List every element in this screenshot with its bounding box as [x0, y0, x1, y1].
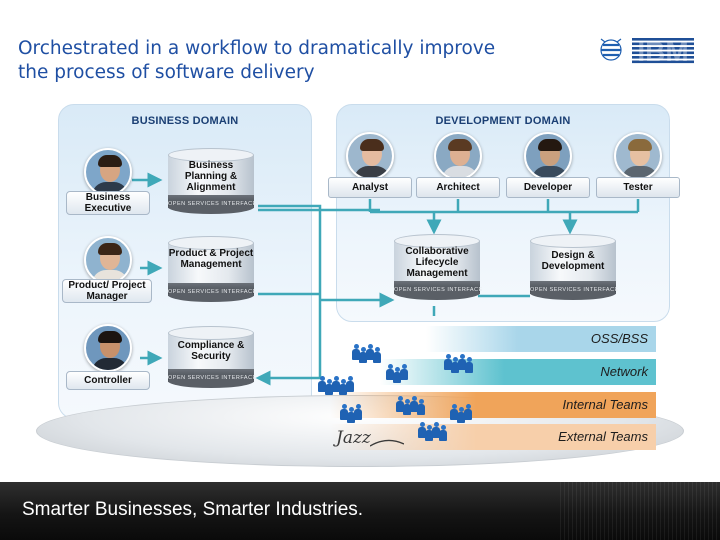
footer-bar: Smarter Businesses, Smarter Industries.	[0, 482, 720, 540]
system-design-development: Design & Development OPEN SERVICES INTER…	[530, 234, 616, 306]
tester-avatar	[614, 132, 662, 180]
developer-avatar	[524, 132, 572, 180]
project-manager-avatar	[84, 236, 132, 284]
person-icon	[465, 357, 473, 373]
open-services-interface-label: OPEN SERVICES INTERFACE	[168, 375, 254, 381]
footer-tagline: Smarter Businesses, Smarter Industries.	[22, 499, 363, 521]
system-product-project-management: Product & Project Management OPEN SERVIC…	[168, 236, 254, 308]
layer-oss-bss: OSS/BSS	[426, 326, 656, 352]
ibm-logo-text: IBM	[637, 36, 688, 67]
role-label-analyst: Analyst	[328, 177, 412, 198]
jazz-logo-text: Jazz	[336, 428, 371, 448]
architect-avatar	[434, 132, 482, 180]
system-label-product-project-management: Product & Project Management	[168, 248, 254, 270]
person-icon	[354, 404, 362, 420]
system-label-design-development: Design & Development	[530, 250, 616, 272]
role-label-project-manager: Product/ Project Manager	[62, 279, 152, 303]
role-label-tester: Tester	[596, 177, 680, 198]
system-label-collaborative-lifecycle-management: Collaborative Lifecycle Management	[394, 246, 480, 279]
person-icon	[417, 399, 425, 415]
business-domain-title: BUSINESS DOMAIN	[59, 115, 311, 127]
role-label-architect: Architect	[416, 177, 500, 198]
controller-avatar	[84, 324, 132, 372]
role-label-controller: Controller	[66, 371, 150, 390]
analyst-avatar	[346, 132, 394, 180]
role-label-business-executive: Business Executive	[66, 191, 150, 215]
development-domain-panel: DEVELOPMENT DOMAIN	[336, 104, 670, 322]
person-icon	[400, 364, 408, 380]
person-icon	[464, 404, 472, 420]
layer-internal-teams: Internal Teams	[330, 392, 656, 418]
system-compliance-security: Compliance & Security OPEN SERVICES INTE…	[168, 326, 254, 394]
smarter-planet-icon	[601, 39, 621, 60]
slide-title: Orchestrated in a workflow to dramatical…	[18, 37, 578, 85]
system-label-compliance-security: Compliance & Security	[168, 340, 254, 362]
slide-title-line-1: Orchestrated in a workflow to dramatical…	[18, 37, 578, 61]
open-services-interface-label: OPEN SERVICES INTERFACE	[168, 289, 254, 295]
person-icon	[439, 425, 447, 441]
development-domain-title: DEVELOPMENT DOMAIN	[337, 115, 669, 127]
person-icon	[346, 376, 354, 392]
jazz-logo: Jazz	[336, 428, 398, 450]
system-business-planning: Business Planning & Alignment OPEN SERVI…	[168, 148, 254, 220]
person-icon	[373, 347, 381, 363]
open-services-interface-label: OPEN SERVICES INTERFACE	[530, 287, 616, 293]
business-executive-avatar	[84, 148, 132, 196]
system-collaborative-lifecycle-management: Collaborative Lifecycle Management OPEN …	[394, 234, 480, 306]
open-services-interface-label: OPEN SERVICES INTERFACE	[168, 201, 254, 207]
slide-title-line-2: the process of software delivery	[18, 61, 578, 85]
role-label-developer: Developer	[506, 177, 590, 198]
open-services-interface-label: OPEN SERVICES INTERFACE	[394, 287, 480, 293]
layer-network: Network	[380, 359, 656, 385]
system-label-business-planning: Business Planning & Alignment	[168, 160, 254, 193]
ibm-logo: IBM	[598, 33, 702, 67]
